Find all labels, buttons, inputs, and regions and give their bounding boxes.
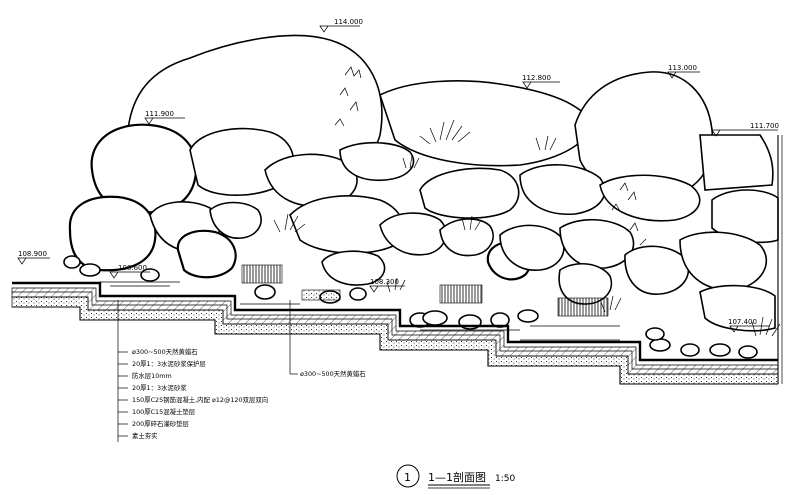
layer-note: 素土夯实 xyxy=(132,431,158,440)
elevation-label: 108.600 xyxy=(118,264,147,272)
layer-note: 100厚C15混凝土垫层 xyxy=(132,407,196,416)
section-title-block: 1 1—1剖面图 1:50 xyxy=(396,464,515,489)
right-wall xyxy=(777,135,783,384)
layer-note: 20厚1：3水泥砂浆保护层 xyxy=(132,359,206,368)
section-scale: 1:50 xyxy=(495,474,515,484)
planting xyxy=(273,66,781,337)
elevation-label: 111.700 xyxy=(750,122,779,130)
elevation-label: 112.800 xyxy=(522,74,551,82)
layer-note: 150厚C25钢筋混凝土,内配 ⌀12@120双层双向 xyxy=(132,395,268,404)
layer-note: 20厚1：3水泥砂浆 xyxy=(132,383,187,392)
cascades xyxy=(241,264,609,317)
layer-note: 防水层10mm xyxy=(132,371,172,380)
layer-note: ø300~500天然黄蜡石 xyxy=(132,347,198,356)
section-title: 1—1剖面图 xyxy=(428,470,486,484)
elevation-label: 114.000 xyxy=(334,18,363,26)
elevation-label: 107.400 xyxy=(728,318,757,326)
layer-leaders xyxy=(117,300,298,442)
elevation-label: 108.900 xyxy=(18,250,47,258)
background-rocks xyxy=(90,34,779,244)
layer-note: 200厚碎石灌砂垫层 xyxy=(132,419,190,428)
pebbles xyxy=(63,255,758,359)
layer-notes: ø300~500天然黄蜡石 20厚1：3水泥砂浆保护层 防水层10mm 20厚1… xyxy=(132,347,366,440)
rock-callout: ø300~500天然黄蜡石 xyxy=(300,369,366,378)
elevation-markers xyxy=(17,25,778,333)
elevation-label: 108.300 xyxy=(370,278,399,286)
water-lines xyxy=(100,281,620,341)
section-number: 1 xyxy=(404,471,411,484)
mid-rocks xyxy=(68,195,776,332)
elevation-label: 111.900 xyxy=(145,110,174,118)
elevation-label: 113.000 xyxy=(668,64,697,72)
elevation-labels: 114.000 112.800 113.000 111.900 111.700 … xyxy=(18,18,779,326)
foreground-rocks xyxy=(422,309,665,341)
